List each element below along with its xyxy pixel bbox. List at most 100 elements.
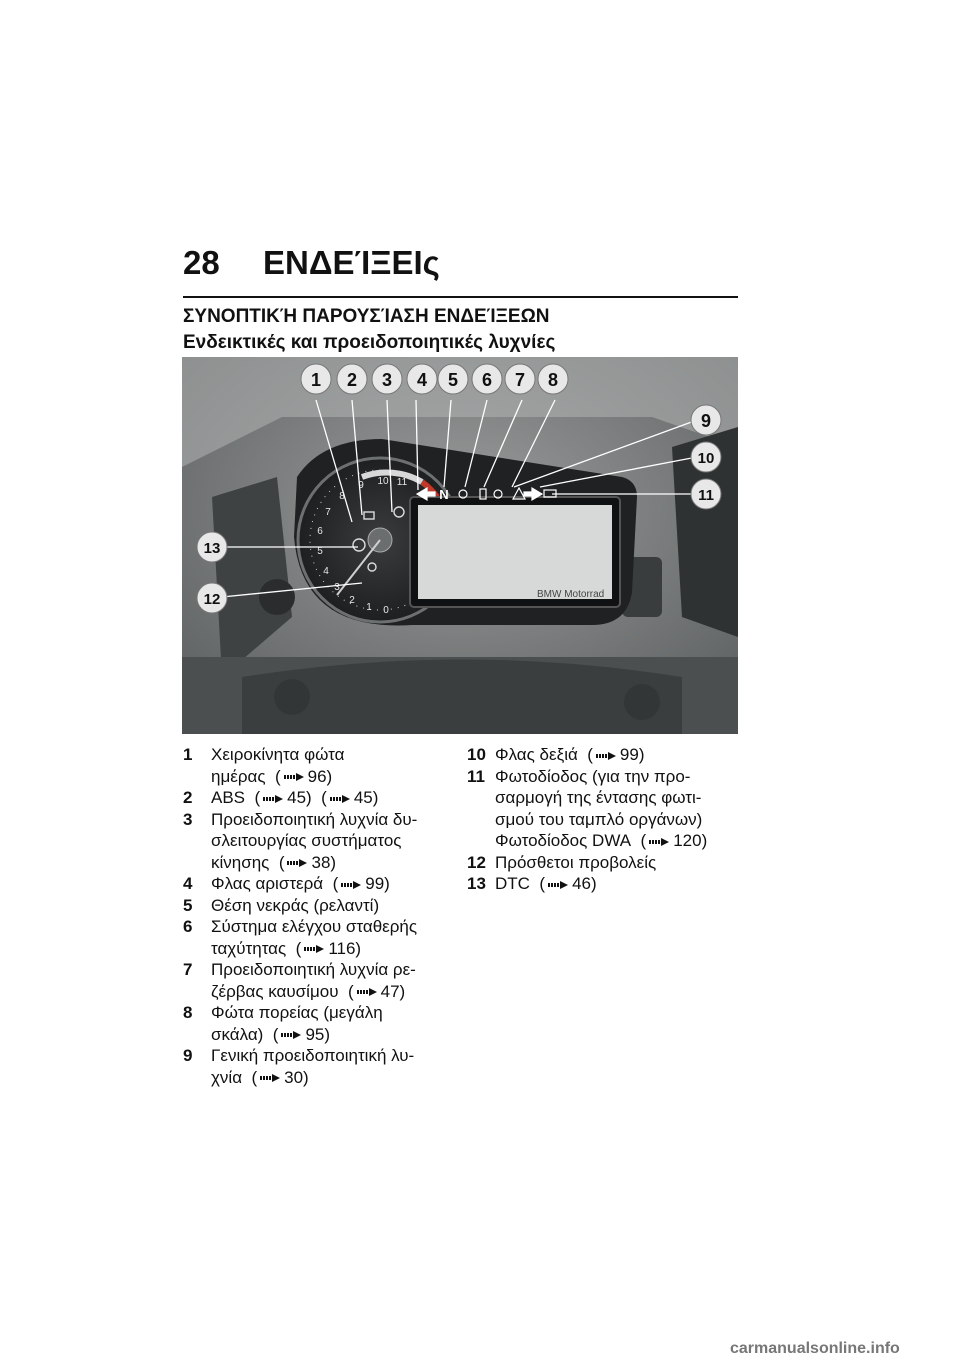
page-number: 28 [183,244,220,281]
legend-item-text: DTC (46) [495,874,597,893]
callout-10: 10 [690,441,722,473]
svg-text:13: 13 [204,540,221,557]
chapter-title: ΕΝΔΕΊΞΕΙς [263,244,440,281]
svg-text:6: 6 [482,370,492,390]
legend-item-text: σμού του ταμπλό οργάνων) [495,809,703,829]
gauge-number: 8 [339,491,345,502]
legend-item-number: 4 [183,874,193,893]
page-reference-link[interactable]: (99) [577,745,645,764]
page-reference-link[interactable]: (120) [631,831,708,850]
gauge-number: 4 [323,566,329,577]
legend-item-number: 9 [183,1046,193,1065]
page-reference-link[interactable]: (96) [265,766,333,786]
legend-item-text: σλειτουργίας συστήματος [211,831,402,850]
subsection-title: Ενδεικτικές και προειδοποιητικές λυχνίες [183,332,556,353]
gauge-number: 11 [397,477,408,488]
legend-item-text: κίνησης (38) [211,852,337,872]
page-reference-link[interactable]: (30) [242,1067,309,1087]
section-title: ΣΥΝΟΠΤΙΚΉ ΠΑΡΟΥΣΊΑΣΗ ΕΝΔΕΊΞΕΩΝ [183,296,738,334]
page-reference-link[interactable]: (95) [263,1024,331,1044]
svg-text:9: 9 [701,411,711,431]
callout-12: 12 [196,582,228,614]
reference-arrow-icon [329,794,350,803]
callout-8: 8 [537,363,569,395]
page-reference-link[interactable]: (45) [245,788,312,807]
reference-arrow-icon [548,880,569,889]
legend-item-text: Φλας αριστερά (99) [211,874,390,893]
callout-13: 13 [196,531,228,563]
legend-item: 7 Προειδοποιητική λυχνία ρε-ζέρβας καυσίμ… [183,959,453,1002]
reference-arrow-icon [341,880,362,889]
svg-text:10: 10 [698,450,715,467]
gauge-number: 5 [317,546,323,557]
reference-arrow-icon [263,794,284,803]
legend-item-text: Προειδοποιητική λυχνία δυ- [211,809,418,829]
callout-2: 2 [336,363,368,395]
legend-item-text: ζέρβας καυσίμου (47) [211,981,406,1001]
page-reference-link[interactable]: (47) [338,981,406,1001]
watermark: carmanualsonline.info [730,1340,900,1357]
reference-arrow-icon [287,859,308,868]
legend-item-text: Γενική προειδοποιητική λυ- [211,1046,415,1065]
legend-item-text: χνία (30) [211,1067,309,1087]
legend-item-text: Προειδοποιητική λυχνία ρε- [211,960,416,979]
legend-item-number: 13 [467,874,486,893]
callout-7: 7 [504,363,536,395]
legend-item-text: Σύστημα ελέγχου σταθερής [211,917,418,936]
callout-9: 9 [690,404,722,436]
page-reference-link[interactable]: (38) [269,852,337,872]
gauge-number: 10 [377,476,389,487]
gauge-number: 3 [334,582,340,593]
legend-item-text: Θέση νεκράς (ρελαντί) [211,895,380,915]
gauge-number: 6 [317,526,323,537]
gauge-number: 7 [325,507,331,518]
legend-item-number: 7 [183,960,193,979]
svg-text:1: 1 [311,370,321,390]
svg-text:5: 5 [448,370,458,390]
reference-arrow-icon [595,751,616,760]
legend-item: 4 Φλας αριστερά (99) [183,873,453,895]
callout-11: 11 [690,478,722,510]
svg-text:8: 8 [548,370,558,390]
legend-item-number: 8 [183,1003,193,1022]
reference-arrow-icon [260,1074,281,1083]
legend-item-text: ταχύτητας (116) [211,938,362,958]
legend-item-number: 5 [183,895,193,915]
page-reference-link[interactable]: (99) [323,874,390,893]
reference-arrow-icon [283,773,304,782]
callout-1: 1 [300,363,332,395]
legend-item: 6 Σύστημα ελέγχου σταθερής ταχύτητας (116) [183,916,453,959]
callout-4: 4 [406,363,438,395]
legend-item-number: 10 [467,745,486,764]
reference-arrow-icon [304,945,325,954]
legend-item-number: 6 [183,917,193,936]
svg-text:N: N [439,487,448,502]
page-reference-link[interactable]: (45) [311,788,379,807]
callout-5: 5 [437,363,469,395]
legend-item-text: Φωτοδίοδος DWA (120) [495,831,708,850]
page-reference-link[interactable]: (46) [529,874,597,893]
legend-item: 13 DTC (46) [467,873,737,895]
svg-text:2: 2 [347,370,357,390]
svg-text:11: 11 [698,487,714,504]
callout-6: 6 [471,363,503,395]
svg-text:3: 3 [382,370,392,390]
reference-arrow-icon [649,837,670,846]
page-header: 28 ΕΝΔΕΊΞΕΙς [183,244,738,284]
legend-item-text: σκάλα) (95) [211,1024,331,1044]
legend-item-number: 12 [467,852,486,872]
page-reference-link[interactable]: (116) [286,938,362,958]
legend-item-number: 1 [183,745,193,764]
brand-text: BMW Motorrad [537,589,604,600]
legend-item-text: σαρμογή της έντασης φωτι- [495,788,702,807]
legend-item-text: Φωτοδίοδος (για την προ- [495,766,691,786]
reference-arrow-icon [281,1031,302,1040]
legend-item-number: 11 [467,766,485,786]
